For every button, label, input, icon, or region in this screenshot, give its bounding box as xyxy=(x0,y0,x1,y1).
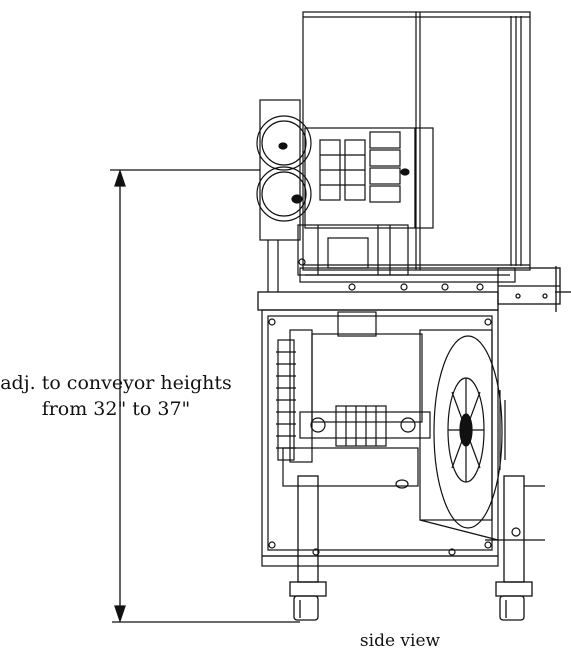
base-frame xyxy=(261,485,545,567)
blower-frame xyxy=(259,99,301,241)
dimension-label: adj. to conveyor heights from 32" to 37" xyxy=(0,370,232,422)
fan-wheel xyxy=(419,329,506,529)
height-dimension xyxy=(110,168,300,624)
dimension-label-line-2: from 32" to 37" xyxy=(41,398,191,420)
blower-wheel-top xyxy=(256,115,312,171)
conveyor-plate xyxy=(257,266,571,312)
drive-shaft xyxy=(282,405,431,489)
blower-housing xyxy=(304,127,416,229)
motor xyxy=(311,333,423,423)
blower-wheel-bottom xyxy=(256,166,312,222)
coupling xyxy=(335,405,387,447)
support-frame xyxy=(267,224,516,292)
upper-housing xyxy=(302,11,531,271)
top-plate xyxy=(257,291,499,311)
dimension-arrow-up xyxy=(114,168,126,187)
drive-gear xyxy=(276,339,296,461)
dimension-arrow-down xyxy=(114,605,126,624)
dimension-label-line-1: adj. to conveyor heights xyxy=(0,372,232,394)
blower-assembly xyxy=(256,99,434,241)
view-caption: side view xyxy=(359,631,441,651)
caster-left xyxy=(289,475,327,621)
caster-right xyxy=(495,475,533,621)
